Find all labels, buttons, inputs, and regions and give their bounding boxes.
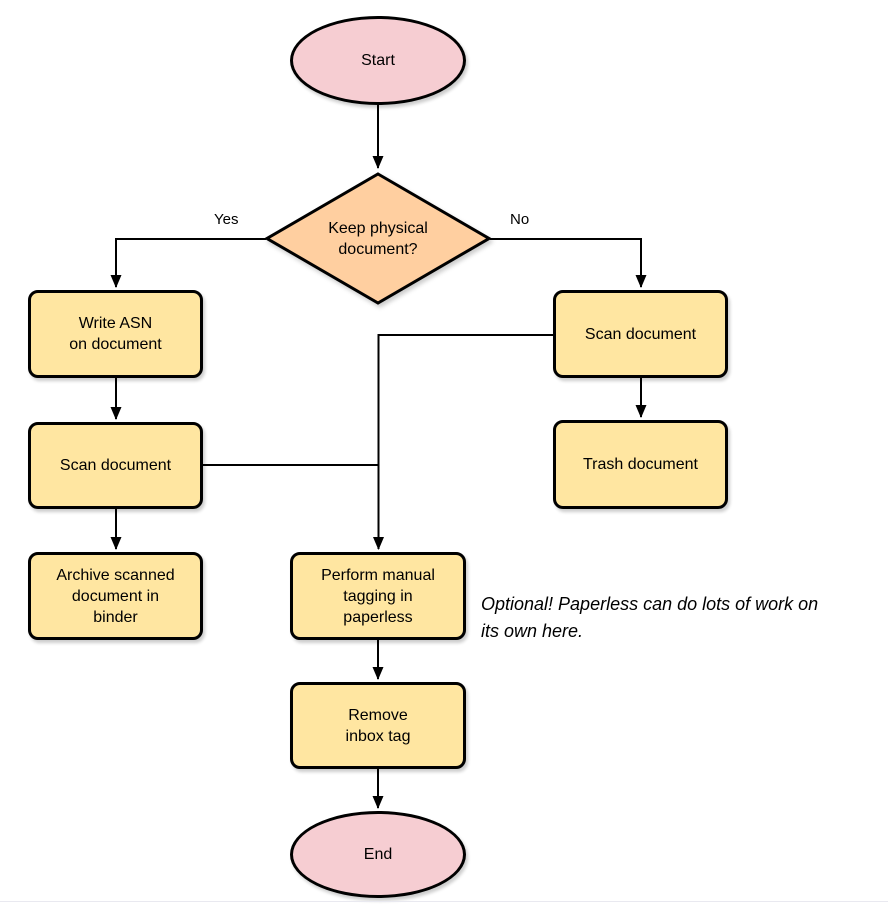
node-write-asn-label: Write ASN on document (69, 315, 162, 353)
node-start: Start (290, 16, 466, 105)
node-trash: Trash document (553, 420, 728, 509)
node-scan-left-label: Scan document (59, 457, 172, 474)
node-start-label: Start (361, 52, 395, 69)
node-end-label: End (363, 846, 393, 863)
node-tagging-label: Perform manual tagging in paperless (321, 566, 435, 626)
connector-scan-right-to-tagging (373, 334, 553, 550)
node-trash-label: Trash document (582, 456, 698, 473)
node-archive-label: Archive scanned document in binder (56, 566, 175, 626)
connector-decision-no-to-scan-right (490, 238, 647, 288)
node-write-asn: Write ASN on document (28, 290, 203, 378)
node-end: End (290, 811, 466, 898)
node-decision: Keep physical document? (265, 172, 491, 305)
node-decision-label: Keep physical document? (328, 219, 428, 258)
node-scan-left: Scan document (28, 422, 203, 509)
decision-diamond-shape (265, 172, 491, 305)
edge-label-no: No (508, 211, 532, 229)
node-archive: Archive scanned document in binder (28, 552, 203, 640)
node-scan-right: Scan document (553, 290, 728, 378)
edge-label-yes: Yes (212, 211, 241, 229)
node-remove-inbox-label: Remove inbox tag (345, 706, 411, 745)
optional-note: Optional! Paperless can do lots of work … (481, 594, 819, 641)
connector-decision-yes-to-write-asn (110, 238, 266, 288)
page-bottom-rule (0, 901, 888, 902)
node-tagging: Perform manual tagging in paperless (290, 552, 466, 640)
node-scan-right-label: Scan document (584, 325, 697, 343)
node-remove-inbox: Remove inbox tag (290, 682, 466, 769)
